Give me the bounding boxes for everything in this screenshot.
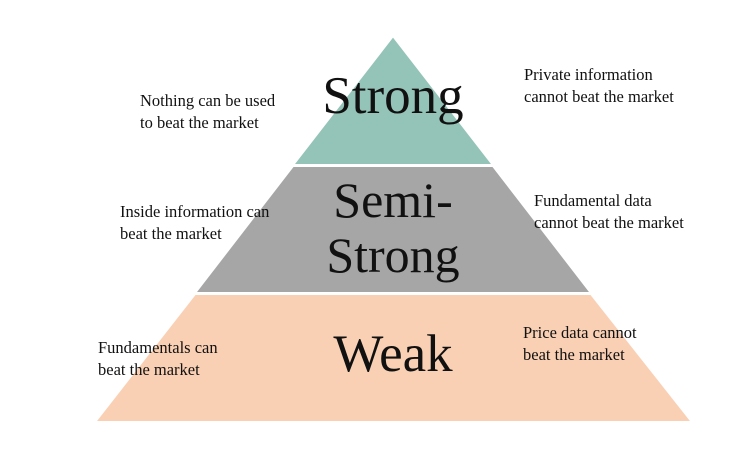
weak-left-note: Fundamentals can beat the market <box>98 338 218 379</box>
weak-right-note: Price data cannot beat the market <box>523 323 637 364</box>
strong-left-note: Nothing can be used to beat the market <box>140 91 276 132</box>
strong-right-note: Private information cannot beat the mark… <box>524 65 674 106</box>
strong-label: Strong <box>322 67 464 125</box>
semi-strong-label-line1: Semi- <box>333 172 453 228</box>
semi-strong-label-line2: Strong <box>326 227 460 283</box>
semi-strong-left-note: Inside information can beat the market <box>120 202 270 243</box>
weak-tier <box>92 293 695 423</box>
weak-label: Weak <box>333 325 453 383</box>
semi-strong-right-note: Fundamental data cannot beat the market <box>534 191 684 232</box>
